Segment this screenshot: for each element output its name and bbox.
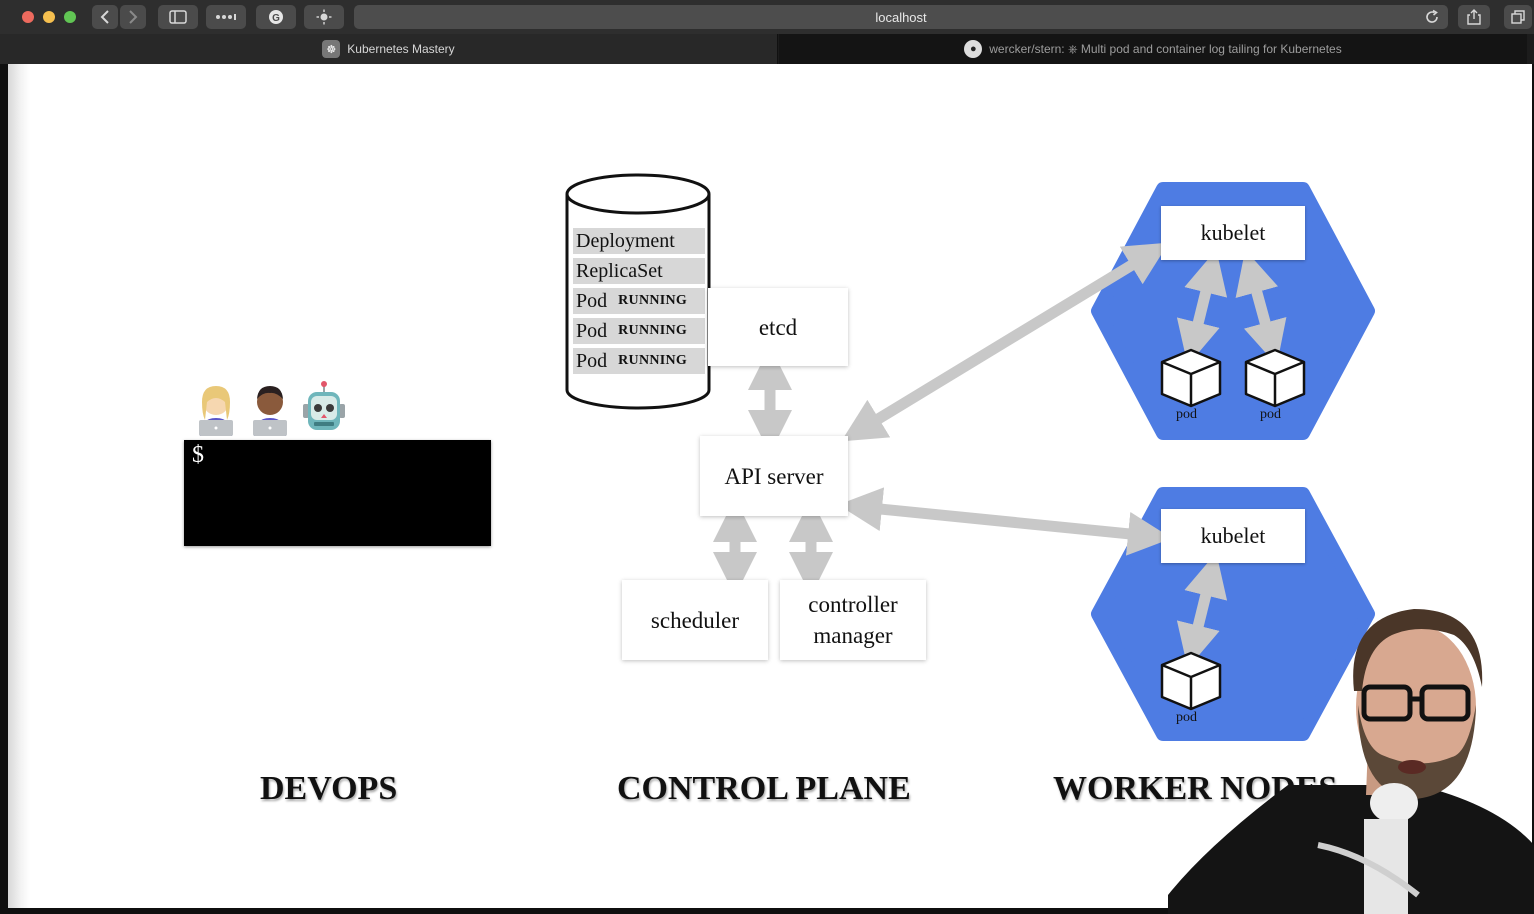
etcd-row-state: RUNNING bbox=[618, 323, 688, 338]
back-button[interactable] bbox=[92, 5, 118, 29]
pod-label: pod bbox=[1176, 407, 1197, 422]
sidebar-toggle-button[interactable] bbox=[158, 5, 198, 29]
arrow-kubelet1-pod1 bbox=[1176, 249, 1228, 366]
github-favicon-icon: ● bbox=[964, 40, 983, 58]
extensions-button[interactable] bbox=[206, 5, 246, 29]
share-icon bbox=[1467, 9, 1481, 25]
browser-toolbar: G localhost bbox=[0, 0, 1534, 34]
section-label-devops: DEVOPS bbox=[260, 770, 398, 807]
arrow-kubelet2-pod bbox=[1176, 552, 1228, 669]
connection-arrows bbox=[713, 242, 1287, 669]
kubernetes-mastery-favicon-icon: ☸ bbox=[322, 40, 341, 58]
tab-title: Kubernetes Mastery bbox=[347, 42, 455, 56]
etcd-row: Deployment bbox=[573, 228, 705, 254]
presenter-webcam-overlay bbox=[1168, 609, 1534, 914]
reload-icon[interactable] bbox=[1424, 9, 1440, 25]
grammarly-icon: G bbox=[269, 10, 283, 24]
sun-icon bbox=[316, 9, 332, 25]
robot-icon bbox=[303, 381, 345, 430]
arrow-kubelet1-pod2 bbox=[1235, 249, 1287, 366]
controller-manager-label-line2: manager bbox=[813, 623, 893, 648]
tab-overview-button[interactable] bbox=[1504, 5, 1532, 29]
kubelet-label: kubelet bbox=[1200, 220, 1266, 245]
woman-technologist-icon bbox=[199, 386, 233, 436]
kubelet-box-node-1: kubelet bbox=[1161, 206, 1305, 260]
scheduler-box: scheduler bbox=[622, 580, 768, 660]
api-server-box: API server bbox=[700, 436, 848, 516]
pod-label: pod bbox=[1260, 407, 1281, 422]
etcd-object-list: Deployment ReplicaSet Pod RUNNING Pod RU… bbox=[573, 228, 705, 378]
pod-label: pod bbox=[1176, 710, 1197, 725]
chevron-left-icon bbox=[100, 10, 109, 24]
more-dots-icon bbox=[216, 14, 236, 20]
etcd-row-kind: Pod bbox=[576, 349, 608, 372]
tab-title: wercker/stern: ⎈ Multi pod and container… bbox=[989, 41, 1342, 56]
kubelet-label: kubelet bbox=[1200, 523, 1266, 548]
arrow-api-kubelet-2 bbox=[838, 487, 1172, 556]
grammarly-extension-button[interactable]: G bbox=[256, 5, 296, 29]
controller-manager-box: controller manager bbox=[780, 580, 926, 660]
dark-mode-extension-button[interactable] bbox=[304, 5, 344, 29]
tabs-icon bbox=[1511, 10, 1525, 24]
etcd-row-kind: Pod bbox=[576, 319, 608, 342]
pod-cube-icon bbox=[1160, 651, 1222, 711]
api-server-label: API server bbox=[724, 463, 824, 489]
pod-cube-icon bbox=[1244, 348, 1306, 408]
etcd-row: Pod RUNNING bbox=[573, 348, 705, 374]
zoom-window-button[interactable] bbox=[64, 11, 76, 23]
etcd-row: ReplicaSet bbox=[573, 258, 705, 284]
etcd-row-kind: Pod bbox=[576, 289, 608, 312]
tab-wercker-stern[interactable]: ● wercker/stern: ⎈ Multi pod and contain… bbox=[779, 34, 1527, 64]
terminal-window[interactable]: $ bbox=[184, 440, 491, 546]
forward-button[interactable] bbox=[120, 5, 146, 29]
etcd-label: etcd bbox=[758, 314, 798, 340]
etcd-row-kind: Deployment bbox=[576, 229, 675, 252]
tab-kubernetes-mastery[interactable]: ☸ Kubernetes Mastery bbox=[0, 34, 778, 64]
scheduler-label: scheduler bbox=[650, 607, 740, 633]
sidebar-icon bbox=[169, 10, 187, 24]
pod-cube-icon bbox=[1160, 348, 1222, 408]
etcd-row-state: RUNNING bbox=[618, 293, 688, 308]
chevron-right-icon bbox=[129, 10, 138, 24]
kubelet-box-node-2: kubelet bbox=[1161, 509, 1305, 563]
close-window-button[interactable] bbox=[22, 11, 34, 23]
arrow-api-kubelet-1 bbox=[841, 242, 1169, 442]
tab-bar: ☸ Kubernetes Mastery ● wercker/stern: ⎈ … bbox=[0, 34, 1534, 64]
etcd-row-kind: ReplicaSet bbox=[576, 259, 663, 282]
slide-canvas: Deployment ReplicaSet Pod RUNNING Pod RU… bbox=[8, 64, 1532, 908]
minimize-window-button[interactable] bbox=[43, 11, 55, 23]
address-bar[interactable]: localhost bbox=[354, 5, 1448, 29]
controller-manager-label-line1: controller bbox=[808, 592, 898, 617]
terminal-prompt: $ bbox=[192, 442, 204, 468]
url-text: localhost bbox=[875, 9, 927, 25]
etcd-row: Pod RUNNING bbox=[573, 318, 705, 344]
etcd-row: Pod RUNNING bbox=[573, 288, 705, 314]
slide-edge-shadow bbox=[8, 64, 30, 908]
man-technologist-icon bbox=[253, 386, 287, 436]
etcd-box: etcd bbox=[708, 288, 848, 366]
share-button[interactable] bbox=[1458, 5, 1490, 29]
section-label-control-plane: CONTROL PLANE bbox=[617, 770, 911, 807]
etcd-row-state: RUNNING bbox=[618, 353, 688, 368]
svg-text:G: G bbox=[272, 13, 280, 24]
